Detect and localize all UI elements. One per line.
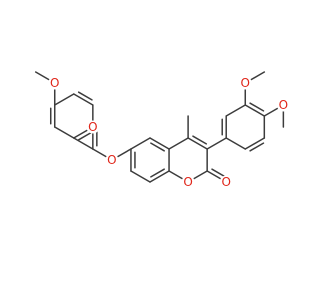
methoxy-oxygen-label: O [279, 98, 288, 112]
methoxy-oxygen-label: O [241, 76, 250, 90]
phenyl-ring-bond [225, 104, 247, 117]
atom-label-background [276, 98, 290, 112]
benzo-bond [130, 170, 151, 183]
pyranone-bond [187, 137, 208, 150]
ring-oxygen-label: O [183, 175, 192, 189]
atom-label-background [238, 76, 252, 90]
atom-label-background [181, 175, 195, 189]
atom-label-background [48, 76, 62, 90]
phenyl-ring-bond [244, 104, 266, 117]
double-bond-inner [211, 168, 227, 178]
double-bond-inner [150, 142, 165, 152]
double-bond-inner [249, 102, 265, 112]
phenyl-ring-bond [244, 137, 266, 150]
atom-label-background [86, 120, 100, 134]
double-bond-inner [249, 142, 265, 152]
double-bond-inner [150, 168, 165, 178]
molecule-structure: O O O O O O O [34, 71, 290, 189]
aryl-bond [206, 137, 227, 150]
phenyl-ring-bond [225, 137, 247, 150]
ester-oxygen-label: O [107, 153, 116, 167]
benzoyl-ring-bond [53, 126, 75, 139]
benzo-bond [149, 170, 170, 183]
atom-label-background [105, 153, 119, 167]
aryl-bond [73, 137, 94, 150]
benzoyl-ring-bond [73, 93, 94, 106]
benzoyl-ring-bond [53, 93, 75, 106]
lactone-oxygen-label: O [221, 175, 230, 189]
carbonyl-oxygen-label: O [88, 120, 97, 134]
double-bond-inner [77, 131, 93, 141]
benzo-bond [130, 137, 151, 150]
benzo-bond [149, 137, 170, 150]
pyranone-bond [168, 137, 189, 150]
methoxy-oxygen-label: O [50, 76, 59, 90]
atom-labels: O O O O O O O [48, 76, 290, 189]
double-bond-inner [77, 91, 93, 101]
double-bond-inner [192, 135, 208, 145]
atom-label-background [219, 175, 233, 189]
